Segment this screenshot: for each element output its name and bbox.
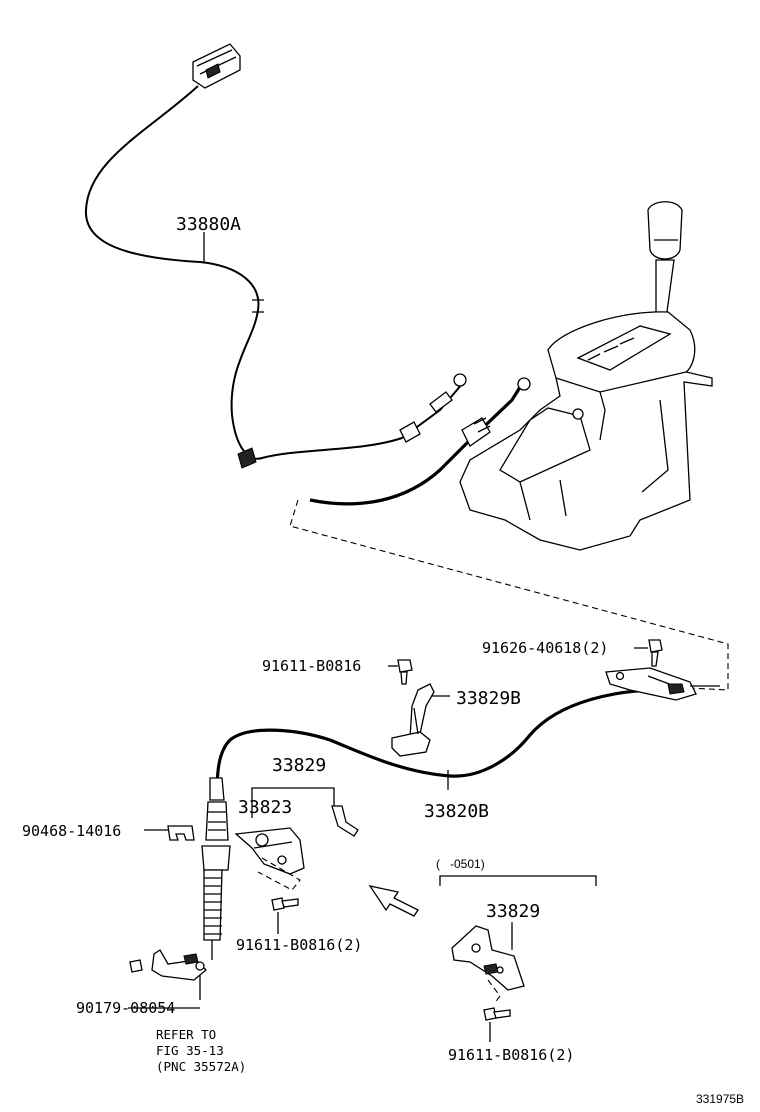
detail-outline bbox=[289, 499, 729, 691]
bracket-33829-alt bbox=[451, 925, 525, 1005]
label-91611-B0816-top: 91611-B0816 bbox=[262, 657, 361, 675]
label-90468-14016: 90468-14016 bbox=[22, 822, 121, 840]
label-33823: 33823 bbox=[238, 797, 292, 818]
lower-lever bbox=[129, 949, 207, 1000]
bolt-91611-bottom bbox=[483, 1007, 511, 1021]
bracket-33823 bbox=[234, 827, 305, 891]
label-91611-B0816-mid: 91611-B0816(2) bbox=[236, 936, 362, 954]
label-33880A: 33880A bbox=[176, 214, 241, 235]
cable-fittings bbox=[461, 377, 531, 447]
refer-to-line3: (PNC 35572A) bbox=[156, 1059, 246, 1074]
shift-cable-33820B bbox=[215, 688, 661, 801]
label-91611-B0816-bottom: 91611-B0816(2) bbox=[448, 1046, 574, 1064]
label-range: ( -0501) bbox=[436, 857, 485, 871]
cable-lower-end bbox=[201, 777, 231, 960]
label-33829: 33829 bbox=[272, 755, 326, 776]
shifter-assembly bbox=[459, 311, 713, 551]
sensor-wire bbox=[84, 85, 403, 460]
refer-to-line2: FIG 35-13 bbox=[156, 1043, 224, 1058]
bracket-plate bbox=[605, 667, 720, 701]
figure-code: 331975B bbox=[696, 1092, 744, 1106]
bracket-33829-leader bbox=[251, 787, 335, 818]
bolt-91611-top bbox=[388, 659, 413, 685]
cable-to-shifter bbox=[309, 383, 524, 506]
view-arrow bbox=[368, 885, 419, 917]
bolt-91611-mid bbox=[271, 897, 299, 911]
label-91626-40618: 91626-40618(2) bbox=[482, 639, 608, 657]
label-90179-08054: 90179-08054 bbox=[76, 999, 175, 1017]
bracket-33829B bbox=[391, 683, 450, 757]
refer-to-line1: REFER TO bbox=[156, 1027, 216, 1042]
shift-cable-upper bbox=[399, 373, 467, 443]
clip-90468 bbox=[167, 825, 195, 841]
label-33829B: 33829B bbox=[456, 688, 521, 709]
clip-33829 bbox=[331, 805, 359, 837]
range-bracket bbox=[439, 875, 597, 886]
bolt-91626 bbox=[648, 639, 663, 667]
label-33829-alt: 33829 bbox=[486, 901, 540, 922]
wire-connector bbox=[192, 43, 241, 89]
label-33820B: 33820B bbox=[424, 801, 489, 822]
